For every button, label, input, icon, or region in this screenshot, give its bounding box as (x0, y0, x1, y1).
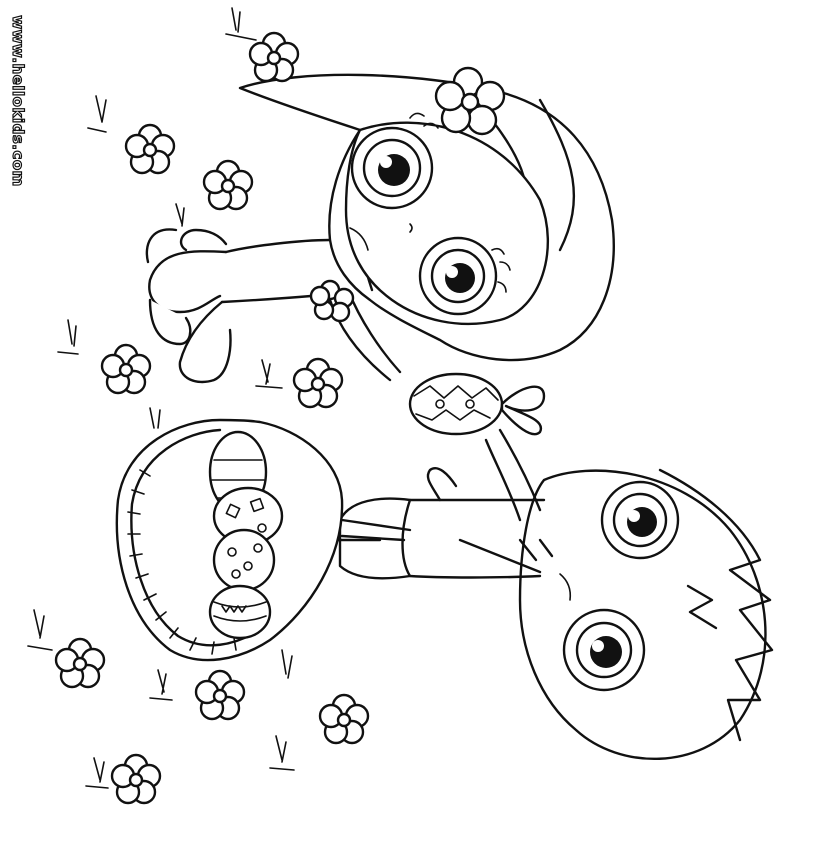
boy-figure (298, 428, 774, 761)
basket-egg (208, 584, 272, 640)
girl-hair-strand (538, 98, 576, 252)
boy-collar (518, 538, 554, 562)
girl-dress-flower (309, 279, 355, 323)
boy-body (401, 498, 546, 579)
boy-hair (658, 468, 774, 742)
flower (124, 123, 176, 175)
flower (100, 343, 152, 395)
girl-figure (145, 66, 615, 384)
girl-eyelashes (409, 112, 511, 293)
girl-eye-bottom (418, 236, 498, 316)
girl-leg (178, 300, 232, 384)
boy-arm-lower (458, 538, 542, 574)
egg-bow (500, 385, 546, 436)
girl-legs (148, 250, 228, 314)
girl-arm-upper (179, 228, 228, 252)
girl-mouth (349, 227, 369, 251)
boy-head (518, 469, 767, 761)
boy-arm-raised (484, 428, 542, 522)
flower (248, 31, 300, 83)
girl-shoe (148, 298, 192, 346)
flower (194, 669, 246, 721)
girl-nose (409, 223, 413, 233)
girl-shoe (145, 228, 178, 264)
boy-eye-bottom (562, 608, 646, 692)
grass-tufts (27, 7, 295, 789)
basket-weave (127, 469, 237, 655)
boy-eye-top (600, 480, 680, 560)
flower (318, 693, 370, 745)
girl-hair-flower (434, 66, 506, 136)
boy-hair-tuft (686, 584, 718, 630)
basket-handle (340, 518, 412, 542)
boy-arm-hand (426, 467, 458, 502)
flower (54, 637, 106, 689)
flower (292, 357, 344, 409)
decorated-easter-egg (408, 372, 546, 436)
flower (202, 159, 254, 211)
basket-egg (212, 528, 276, 592)
flower (110, 753, 162, 805)
easter-basket (115, 418, 412, 662)
boy-mouth (559, 573, 572, 601)
flower-group (54, 31, 370, 805)
girl-eye-top (350, 126, 434, 210)
